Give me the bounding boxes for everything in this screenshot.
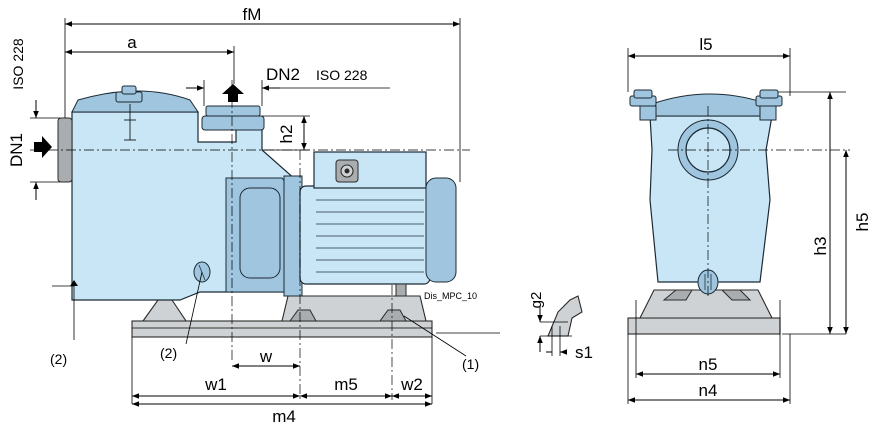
m4-label: m4 bbox=[272, 407, 296, 426]
drain-callout-left: (2) bbox=[50, 351, 67, 367]
n4-label: n4 bbox=[699, 381, 718, 400]
h2-label: h2 bbox=[277, 125, 296, 144]
n5-label: n5 bbox=[699, 355, 718, 374]
g2-label: g2 bbox=[528, 292, 545, 309]
base-plate bbox=[131, 295, 433, 338]
outlet-arrow-icon bbox=[222, 84, 244, 102]
foot-detail: g2 s1 bbox=[528, 292, 593, 362]
s1-label: s1 bbox=[575, 343, 593, 362]
overall-length-fm-label: fM bbox=[243, 5, 262, 24]
drawing-code-label: Dis_MPC_10 bbox=[424, 291, 477, 301]
w1-label: w1 bbox=[204, 375, 227, 394]
w-label: w bbox=[259, 347, 273, 366]
dn2-label: DN2 bbox=[266, 65, 300, 84]
drain-callout-bottom: (2) bbox=[160, 345, 177, 361]
pump-body bbox=[57, 85, 297, 301]
h3-label: h3 bbox=[811, 237, 830, 256]
dn2-iso-228-label: ISO 228 bbox=[316, 67, 368, 83]
iso-228-vertical-label: ISO 228 bbox=[10, 38, 26, 90]
suction-distance-a-label: a bbox=[127, 33, 137, 52]
w2-label: w2 bbox=[400, 375, 423, 394]
inlet-arrow-icon bbox=[34, 136, 52, 158]
motor bbox=[283, 151, 457, 297]
foot-callout: (1) bbox=[462, 356, 479, 372]
dn1-label: DN1 bbox=[7, 133, 26, 167]
l5-label: l5 bbox=[699, 35, 712, 54]
front-view: l5 h3 h5 n5 n4 bbox=[627, 35, 870, 404]
h5-label: h5 bbox=[853, 213, 870, 232]
side-view: fM a ISO 228 DN1 DN2 ISO 228 h2 Dis_MPC_… bbox=[7, 5, 500, 426]
m5-label: m5 bbox=[334, 375, 358, 394]
